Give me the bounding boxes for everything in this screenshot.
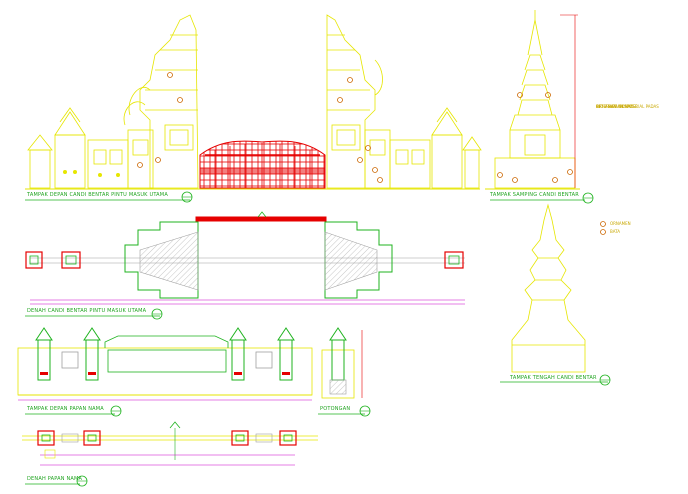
label-plan-gate: DENAH CANDI BENTAR PINTU MASUK UTAMA	[27, 308, 147, 314]
note-line: BATU BATA EKSPOSE	[596, 104, 638, 109]
plan-view-gate	[25, 211, 465, 320]
red-iron-gate	[199, 140, 326, 189]
label-section: POTONGAN	[320, 406, 351, 412]
section-view	[318, 327, 371, 417]
label-front-sign: TAMPAK DEPAN PAPAN NAMA	[27, 406, 104, 412]
front-elevation-gate	[25, 14, 482, 203]
label-plan-sign: DENAH PAPAN NAMA	[27, 476, 83, 482]
legend-item-brick: BATA	[610, 229, 621, 234]
legend-item-ornament: ORNAMEN	[610, 221, 631, 226]
plan-view-sign	[22, 421, 318, 487]
note-line: KETERANGAN MATERIAL PADAS	[596, 104, 659, 109]
note-line: ORNAMEN UKIRAN	[596, 104, 633, 109]
label-side-gate: TAMPAK SAMPING CANDI BENTAR	[490, 192, 579, 198]
label-front-gate: TAMPAK DEPAN CANDI BENTAR PINTU MASUK UT…	[27, 192, 168, 198]
front-elevation-sign	[17, 327, 313, 417]
label-top-view: TAMPAK TENGAH CANDI BENTAR	[510, 375, 597, 381]
top-view-spire	[511, 203, 586, 373]
side-elevation	[485, 10, 580, 190]
